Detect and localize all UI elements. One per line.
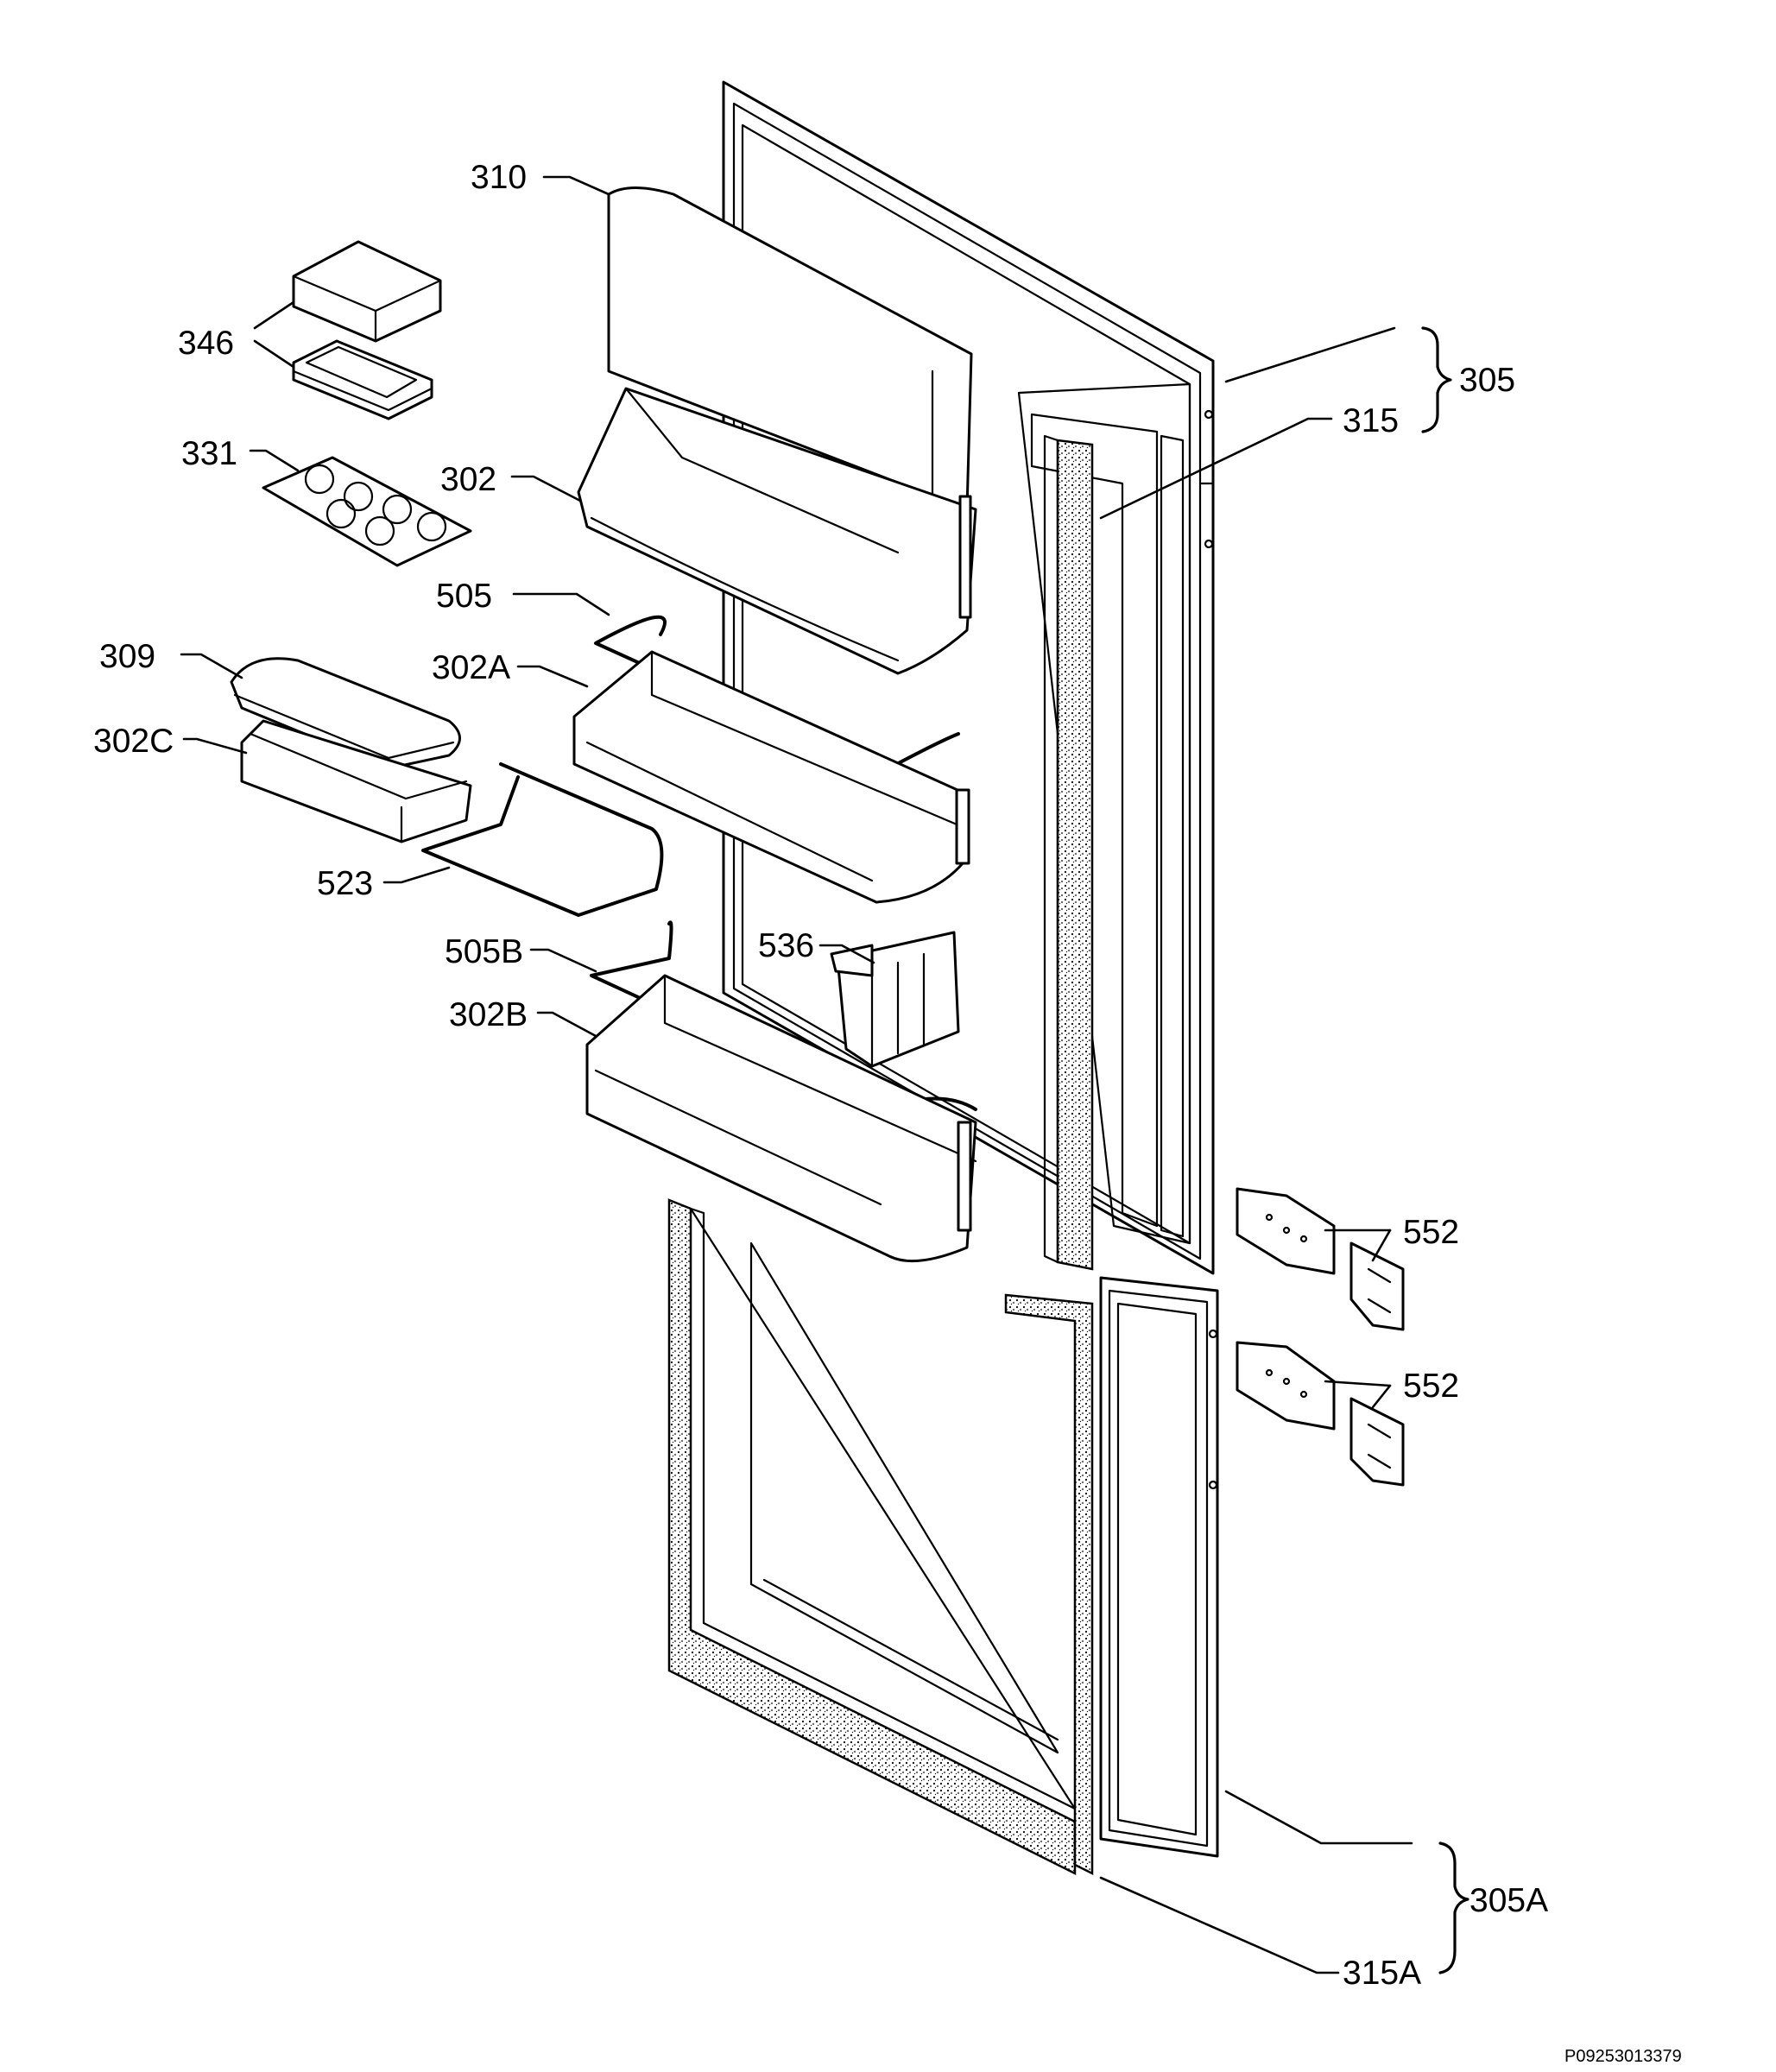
label-552-upper: 552 [1403, 1214, 1459, 1251]
brace-305a [1438, 1841, 1469, 1974]
label-315a: 315A [1343, 1955, 1421, 1992]
lower-door-assembly [667, 1198, 1219, 1876]
part-505-wire-rail [594, 615, 960, 774]
part-302b-shelf [585, 974, 977, 1263]
leader-lines [180, 175, 1413, 1974]
label-552-lower: 552 [1403, 1368, 1459, 1405]
label-302b: 302B [449, 996, 528, 1033]
label-505b: 505B [445, 933, 523, 970]
part-309-lid [230, 657, 461, 770]
label-331: 331 [181, 435, 237, 472]
part-536-divider [830, 931, 960, 1068]
part-302-shelf [577, 387, 977, 675]
drawing-code: P09253013379 [1564, 2047, 1682, 2066]
part-552-hinge-upper [1236, 1187, 1405, 1331]
label-346: 346 [178, 325, 234, 362]
label-302a: 302A [432, 649, 510, 686]
part-552-hinge-lower [1236, 1341, 1405, 1487]
label-505: 505 [436, 578, 492, 615]
label-302c: 302C [93, 723, 174, 760]
part-331-egg-tray [262, 456, 472, 567]
part-523-wire-holder [421, 762, 664, 917]
part-302a-shelf [572, 650, 970, 904]
part-346-butter-box [292, 240, 442, 420]
label-305: 305 [1459, 362, 1515, 399]
part-302c-shelf [240, 719, 472, 843]
label-302: 302 [440, 461, 496, 498]
label-309: 309 [99, 638, 155, 675]
label-310: 310 [471, 159, 527, 196]
label-315: 315 [1343, 402, 1399, 439]
label-305a: 305A [1469, 1882, 1548, 1919]
label-536: 536 [758, 927, 814, 964]
label-523: 523 [317, 865, 373, 902]
part-310-shelf-lid [607, 186, 973, 511]
brace-305 [1421, 326, 1452, 433]
